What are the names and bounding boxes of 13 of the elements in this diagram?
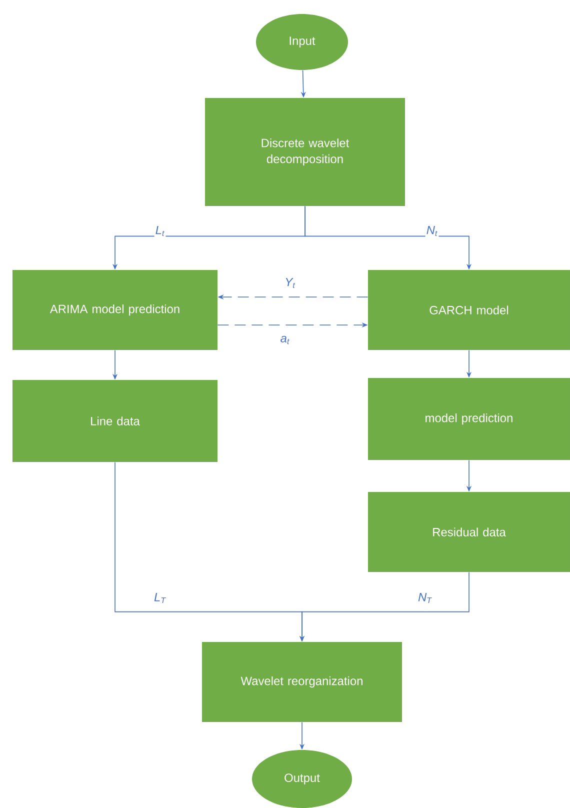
edge-label: N$_{t}$ bbox=[425, 224, 439, 238]
edge-label: Y$_{t}$ bbox=[284, 276, 296, 290]
process-box: Discrete wavelet decomposition bbox=[205, 98, 405, 206]
process-box: Wavelet reorganization bbox=[202, 642, 402, 722]
edge-label: N$_{T}$ bbox=[417, 592, 433, 604]
process-box: Line data bbox=[12, 380, 218, 462]
process-box: GARCH model bbox=[368, 270, 570, 350]
edge-label: L$_{T}$ bbox=[153, 592, 167, 604]
process-box: model prediction bbox=[368, 378, 570, 460]
process-box: ARIMA model prediction bbox=[12, 270, 218, 350]
edge-label: L$_{t}$ bbox=[154, 224, 166, 238]
edge-label: a$_{t}$ bbox=[279, 334, 291, 346]
process-box: Residual data bbox=[368, 492, 570, 572]
